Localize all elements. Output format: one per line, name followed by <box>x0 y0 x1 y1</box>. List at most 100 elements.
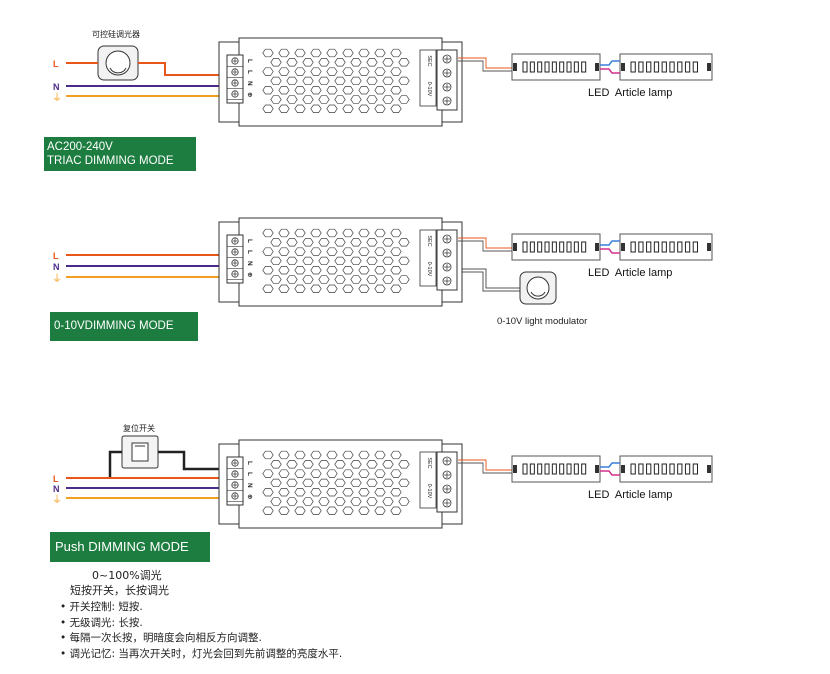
vent-hole <box>270 58 282 67</box>
led-chip <box>661 241 667 253</box>
led-chip <box>566 241 572 253</box>
vent-hole <box>262 247 274 256</box>
vent-hole <box>310 247 322 256</box>
vent-hole <box>350 58 362 67</box>
led-chip <box>684 463 691 475</box>
strip-connector <box>513 63 517 71</box>
vent-hole <box>342 450 354 460</box>
vent-hole <box>262 86 274 95</box>
vent-pattern <box>262 228 410 293</box>
dimmer-knob-icon <box>105 50 131 76</box>
vent-hole <box>302 275 314 284</box>
vent-hole <box>358 284 370 293</box>
vent-hole <box>374 67 386 76</box>
vent-hole <box>358 104 370 113</box>
vent-hole <box>326 104 338 113</box>
led-chip <box>522 241 528 253</box>
vent-hole <box>278 67 290 76</box>
vent-hole <box>366 275 378 284</box>
vent-hole <box>270 238 282 247</box>
led-chip <box>537 61 543 73</box>
vent-hole <box>294 86 306 95</box>
vent-hole <box>374 506 386 515</box>
vent-hole <box>358 86 370 95</box>
led-chip <box>669 61 675 73</box>
vent-hole <box>334 256 346 266</box>
vent-hole <box>366 238 378 247</box>
vent-hole <box>278 284 290 293</box>
vent-hole <box>382 497 394 506</box>
vent-hole <box>318 275 330 284</box>
vent-hole <box>318 460 330 469</box>
led-positive-wire <box>458 459 512 471</box>
terminal-label: L <box>246 250 253 254</box>
vent-hole <box>398 478 410 488</box>
strip-connector <box>513 243 517 251</box>
vent-hole <box>350 95 362 104</box>
vent-hole <box>262 48 274 58</box>
vent-hole <box>398 460 410 469</box>
vent-hole <box>294 247 306 256</box>
live-label: L <box>53 474 59 484</box>
terminal-label: L <box>246 70 253 74</box>
vent-hole <box>390 506 402 515</box>
vent-hole <box>342 284 354 293</box>
vent-hole <box>326 228 338 238</box>
vent-hole <box>358 450 370 460</box>
vent-hole <box>342 469 354 478</box>
section-triac: 可控硅调光器 L N ⏚ <box>52 29 224 104</box>
led-chip <box>573 241 579 253</box>
led-chip <box>653 61 660 73</box>
terminal-label: N <box>246 483 253 488</box>
vent-hole <box>334 76 346 86</box>
vent-hole <box>374 450 386 460</box>
strip-connector <box>707 243 711 251</box>
led-chip <box>630 61 636 73</box>
led-chip <box>529 241 535 253</box>
live-label: L <box>53 251 59 261</box>
led-chip <box>529 463 535 475</box>
led-chip <box>566 61 572 73</box>
vent-hole <box>310 266 322 275</box>
vent-hole <box>310 86 322 95</box>
vent-hole <box>318 58 330 67</box>
led-chip <box>677 241 683 253</box>
note-item: 开关控制: 短按. <box>60 600 342 616</box>
vent-hole <box>326 284 338 293</box>
vent-hole <box>350 478 362 488</box>
vent-hole <box>390 67 402 76</box>
vent-hole <box>350 460 362 469</box>
earth-label: ⏚ <box>52 273 62 285</box>
led-strip-pair <box>511 455 713 483</box>
input-terminal-block: LLN⊕ <box>226 54 253 104</box>
earth-label: ⏚ <box>52 494 62 506</box>
vent-hole <box>350 497 362 506</box>
vent-hole <box>262 450 274 460</box>
led-chip <box>529 61 535 73</box>
led-chip <box>646 241 652 253</box>
led-chip <box>581 61 587 73</box>
vent-hole <box>342 247 354 256</box>
led-chip <box>581 463 587 475</box>
note-item: 每隔一次长按，明暗度会向相反方向调整. <box>60 631 342 647</box>
vent-hole <box>270 460 282 469</box>
vent-hole <box>294 67 306 76</box>
vent-hole <box>390 450 402 460</box>
led-chip <box>537 241 543 253</box>
vent-hole <box>390 284 402 293</box>
vent-hole <box>390 86 402 95</box>
vent-hole <box>294 450 306 460</box>
label-panel <box>419 49 437 107</box>
vent-hole <box>286 478 298 488</box>
led-chip <box>646 463 652 475</box>
led-chip <box>638 61 644 73</box>
vent-hole <box>382 58 394 67</box>
led-chip <box>653 241 660 253</box>
led-chip <box>669 463 675 475</box>
vent-hole <box>262 506 274 515</box>
output-terminal-frame <box>436 49 458 111</box>
vent-hole <box>334 275 346 284</box>
vent-hole <box>310 488 322 497</box>
